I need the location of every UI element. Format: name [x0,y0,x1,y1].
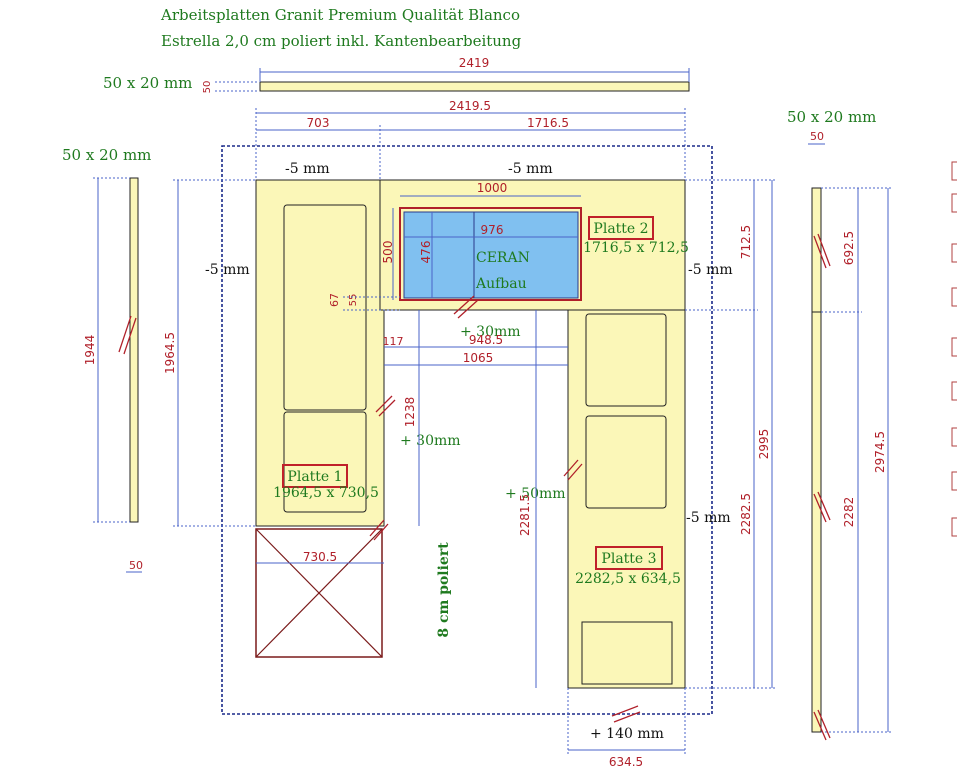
dim-top-strip-length: 2419 [459,56,490,70]
dim-cooktop-inner-width: 976 [481,223,504,237]
title-line-1: Arbeitsplatten Granit Premium Qualität B… [160,6,520,24]
left-strip [129,177,139,523]
cabinet-outline-3 [585,313,667,407]
dim-left-part: 703 [307,116,330,130]
plate-2-size: 1716,5 x 712,5 [583,240,689,256]
note-minus5-left: -5 mm [205,262,250,278]
cabinet-outline-4 [585,415,667,509]
edge-markers [118,233,831,741]
plate-1-label-box [282,464,348,488]
right-edge-markers [951,161,957,537]
plate-1-size: 1964,5 x 730,5 [273,485,379,501]
dim-left-strip-length: 1944 [83,335,97,366]
plate-2-label-box [588,216,654,240]
cooktop-label-2: Aufbau [475,276,527,292]
dim-117: 117 [383,335,404,348]
dim-730: 730.5 [303,550,337,564]
dim-2995: 2995 [757,429,771,460]
dim-left-height: 1964.5 [163,332,177,374]
dim-2282-5: 2282.5 [739,493,753,535]
cabinet-outline-5 [581,621,673,685]
cooktop [403,211,579,299]
dim-cooktop-height: 500 [381,241,395,264]
dim-1238: 1238 [403,397,417,428]
dim-67: 67 [328,293,341,307]
dim-right-strip-total: 2974.5 [873,431,887,473]
dim-right-strip-lower: 2282 [842,497,856,528]
dim-cooktop-width: 1000 [477,181,508,195]
cabinet-outline-2 [283,411,367,513]
title-line-2: Estrella 2,0 cm poliert inkl. Kantenbear… [161,32,522,50]
note-minus5-top-left: -5 mm [285,161,330,177]
note-polished-edge: 8 cm poliert [436,542,452,638]
dim-right-part: 1716.5 [527,116,569,130]
outer-outline [221,145,713,715]
dim-712: 712.5 [739,225,753,259]
dim-overall-width: 2419.5 [449,99,491,113]
extension-box [255,528,383,658]
plate-3-size: 2282,5 x 634,5 [575,571,681,587]
dim-top-strip-height: 50 [202,81,213,94]
dim-left-strip-width: 50 [129,559,143,572]
top-strip [259,81,690,92]
left-strip-label: 50 x 20 mm [62,146,151,164]
plate-1-name: Platte 1 [287,469,342,485]
dim-1065: 1065 [463,351,494,365]
cooktop-label-1: CERAN [476,250,530,266]
right-strip-label: 50 x 20 mm [787,108,876,126]
dim-55: 55 [348,294,359,307]
note-plus50: + 50mm [505,486,566,502]
note-minus5-top-right: -5 mm [508,161,553,177]
plate-3-label-box [595,546,663,570]
top-strip-label: 50 x 20 mm [103,74,192,92]
dim-948: 948.5 [469,333,503,347]
note-plus140: + 140 mm [590,726,664,742]
right-strip [811,187,822,733]
plate-2-name: Platte 2 [593,221,648,237]
dim-right-strip-width: 50 [810,130,824,143]
note-plus30-lower: + 30mm [400,433,461,449]
dim-right-strip-upper: 692.5 [842,231,856,265]
dim-2281: 2281.5 [518,494,532,536]
cooktop-frame [399,207,582,301]
cabinet-outline-1 [283,204,367,411]
dim-634: 634.5 [609,755,643,769]
note-minus5-right-lower: -5 mm [686,510,731,526]
dim-cooktop-inner-height: 476 [419,241,433,264]
plate-3-name: Platte 3 [601,551,656,567]
note-plus30-upper: + 30mm [460,324,521,340]
note-minus5-right-upper: -5 mm [688,262,733,278]
